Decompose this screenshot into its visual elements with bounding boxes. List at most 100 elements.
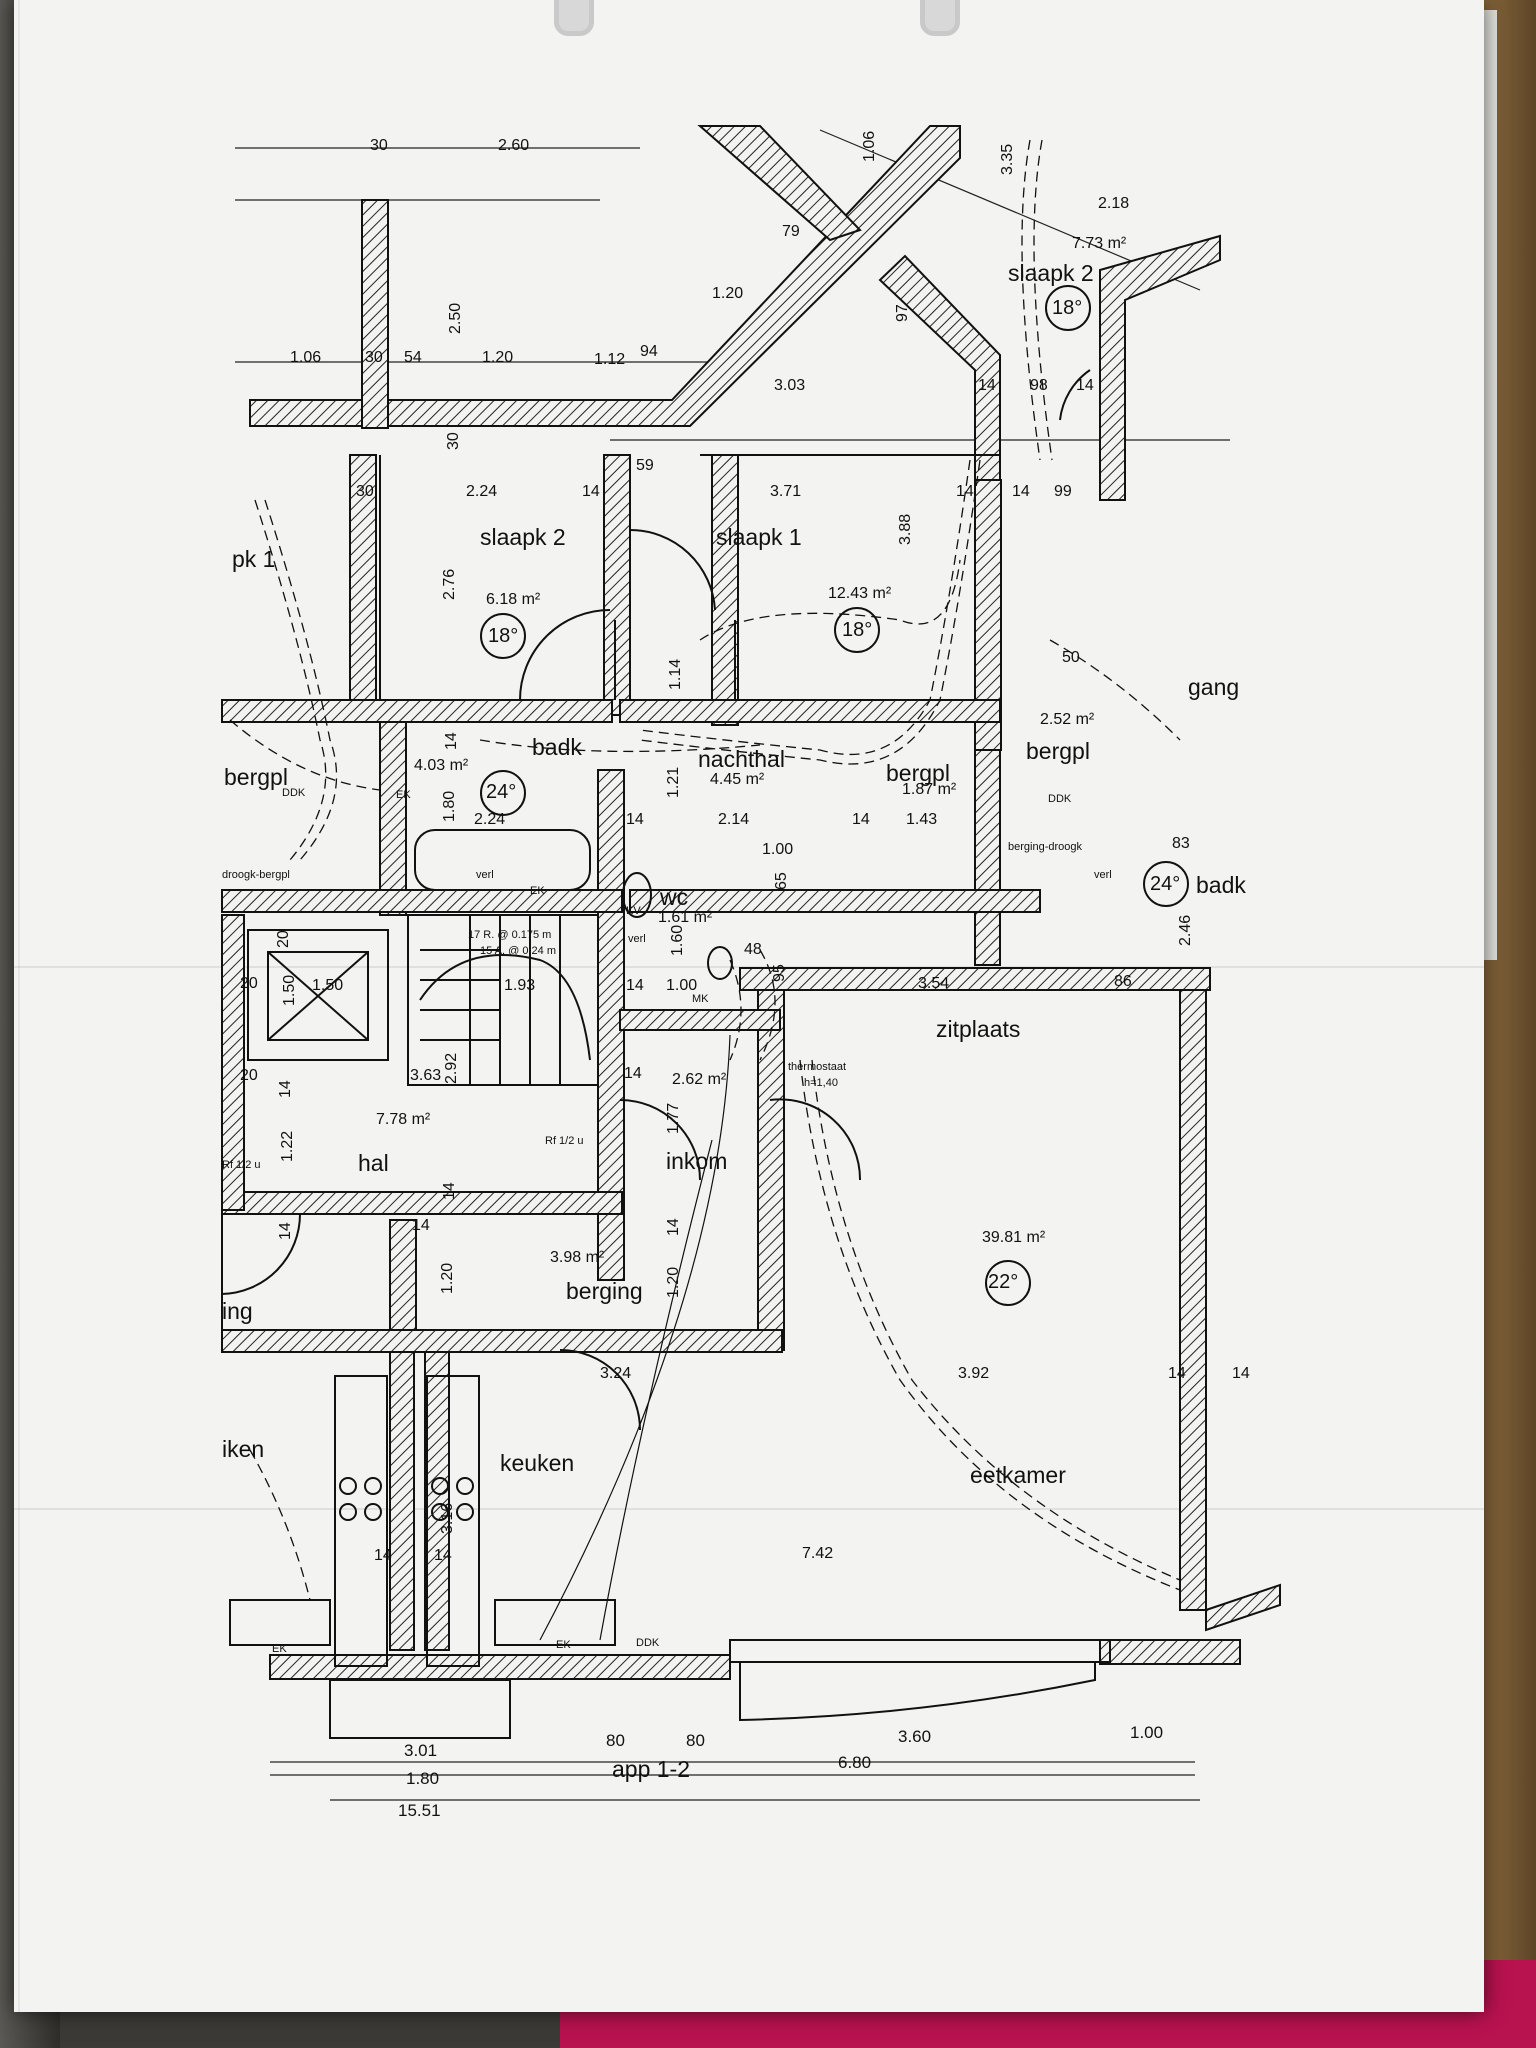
dim-label: 98 [1030, 377, 1048, 394]
room-label-wc: wc [660, 884, 689, 910]
thermostaat-label: thermostaat [788, 1061, 847, 1073]
binder-ring-right [920, 0, 960, 36]
dim-label: 1.20 [712, 285, 744, 302]
droogk-bergpl-label: droogk-bergpl [222, 869, 290, 881]
temperature-label: 18° [842, 619, 873, 641]
dim-label: 2.50 [447, 302, 464, 334]
room-area: 4.03 m² [414, 757, 469, 774]
rf-label: Rf 1/2 u [545, 1135, 584, 1147]
room-area: 1.61 m² [658, 909, 713, 926]
dim-label: 97 [894, 304, 911, 322]
room-label-eetkamer: eetkamer [970, 1462, 1066, 1488]
dim-label: 1.20 [439, 1262, 456, 1294]
dim-label: 1.80 [441, 790, 458, 822]
drawing-caption: app 1-2 [612, 1756, 691, 1782]
temperature-label: 24° [1150, 873, 1181, 895]
ek-label: EK [530, 885, 545, 897]
dim-label: 14 [412, 1217, 430, 1234]
mk-label: MK [692, 993, 709, 1005]
dim-label: 79 [782, 223, 800, 240]
dim-label: 14 [582, 483, 600, 500]
binder-ring-left [554, 0, 594, 36]
dim-label: 1.50 [281, 974, 298, 1006]
thermostaat-height: h=1,40 [804, 1077, 838, 1089]
dim-label: 2.24 [466, 483, 498, 500]
dim-label: 1.06 [861, 130, 878, 162]
temperature-label: 18° [488, 625, 519, 647]
dim-label: 3.16 [439, 1502, 456, 1534]
dim-label: 2.46 [1177, 914, 1194, 946]
dim-label: 1.00 [1130, 1723, 1164, 1742]
dim-label: 20 [240, 975, 258, 992]
room-area: 1.87 m² [902, 781, 957, 798]
dim-label: 1.20 [482, 349, 514, 366]
dim-label: 1.93 [504, 977, 536, 994]
room-label-bergpl-right: bergpl [886, 760, 950, 786]
dim-label: 2.14 [718, 811, 750, 828]
ek-label: EK [272, 1643, 287, 1655]
berging-droogk-label: berging-droogk [1008, 841, 1082, 853]
dim-label: 14 [665, 1218, 682, 1236]
room-label-ing: ing [222, 1298, 253, 1324]
dim-label: 14 [277, 1080, 294, 1098]
room-label-slaapk2-top: slaapk 2 [1008, 260, 1094, 286]
dim-label: 14 [956, 483, 974, 500]
dim-label: 14 [1012, 483, 1030, 500]
dim-label: 14 [978, 377, 996, 394]
verl-label: verl [1094, 869, 1112, 881]
dim-label: 30 [445, 432, 462, 450]
dim-label: 3.54 [918, 975, 950, 992]
dim-label: 3.03 [774, 377, 806, 394]
stair-rise-label: 17 R. @ 0.175 m [468, 929, 552, 941]
room-label-hal: hal [358, 1150, 389, 1176]
room-label-bergpl-left: bergpl [224, 764, 288, 790]
room-label-iken: iken [222, 1436, 265, 1462]
dim-label: 2.18 [1098, 195, 1130, 212]
dim-label: 1.43 [906, 811, 938, 828]
dim-label: 3.24 [600, 1365, 632, 1382]
dim-label: 30 [356, 483, 374, 500]
dim-label: 14 [443, 732, 460, 750]
dim-label: 80 [686, 1731, 705, 1750]
dim-label: 1.12 [594, 351, 626, 368]
ek-label: EK [556, 1639, 571, 1651]
dim-label: 1.20 [665, 1266, 682, 1298]
verl-label: verl [628, 933, 646, 945]
room-area: 4.45 m² [710, 771, 765, 788]
room-label-badk-right: badk [1196, 872, 1246, 898]
dim-label: 1.06 [290, 349, 322, 366]
room-area: 39.81 m² [982, 1229, 1046, 1246]
room-label-pk1: pk 1 [232, 546, 276, 572]
dim-label: 14 [626, 811, 644, 828]
dim-label: 3.63 [410, 1067, 442, 1084]
room-area: 12.43 m² [828, 585, 892, 602]
dim-label: 14 [1168, 1365, 1186, 1382]
room-area: 6.18 m² [486, 591, 541, 608]
dim-label: 3.01 [404, 1741, 438, 1760]
dim-label: 54 [404, 349, 422, 366]
kv-label: KV [626, 905, 641, 917]
dim-label: 3.60 [898, 1727, 932, 1746]
temperature-label: 18° [1052, 297, 1083, 319]
dim-label: 20 [275, 930, 292, 948]
fold-line [18, 0, 20, 2012]
room-label-zitplaats: zitplaats [936, 1016, 1021, 1042]
dim-label: 3.92 [958, 1365, 990, 1382]
ddk-label: DDK [636, 1637, 660, 1649]
rf-label: Rf 1/2 u [222, 1159, 261, 1171]
dim-label: 15.51 [398, 1801, 441, 1820]
dim-label: 94 [640, 343, 658, 360]
temperature-label: 22° [988, 1271, 1019, 1293]
room-area: 7.73 m² [1072, 235, 1127, 252]
dim-label: 7.42 [802, 1545, 834, 1562]
dim-label: 83 [1172, 835, 1190, 852]
dim-label: 1.21 [665, 766, 682, 798]
room-label-gang: gang [1188, 674, 1240, 700]
room-label-nachthal: nachthal [698, 746, 785, 772]
dim-label: 59 [636, 457, 654, 474]
dim-label: 80 [606, 1731, 625, 1750]
verl-label: verl [476, 869, 494, 881]
room-area: 7.78 m² [376, 1111, 431, 1128]
room-label-berging: berging [566, 1278, 643, 1304]
